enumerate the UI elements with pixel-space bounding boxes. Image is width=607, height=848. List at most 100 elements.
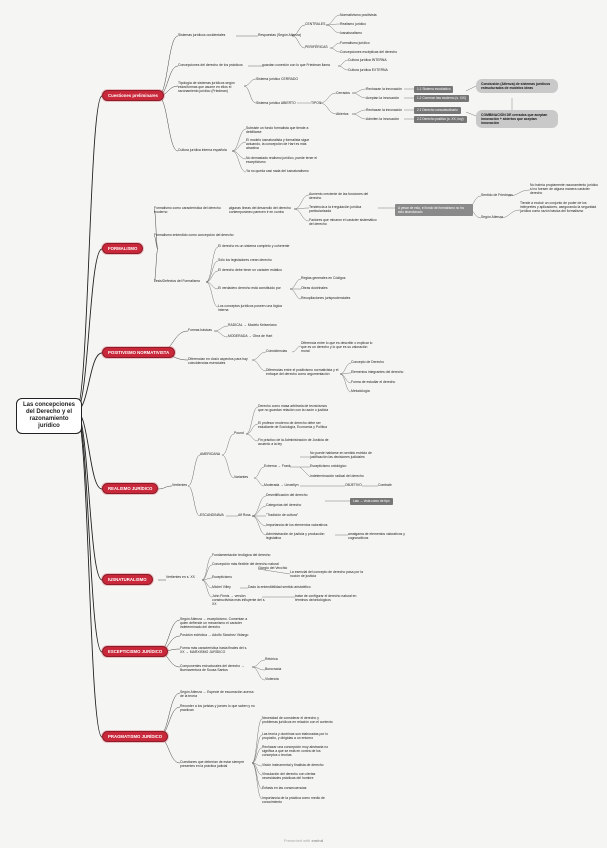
box-positivo[interactable]: 2.2 Derecho positivo (s. XX, hoy): [414, 116, 467, 123]
node-esc-posicion[interactable]: Posición ecléctica → Adolfo Sánchez Vida…: [180, 633, 249, 637]
category-iusnaturalismo[interactable]: IUSNATURALISMO: [102, 574, 153, 585]
node-friedman-text[interactable]: No habría propiamente razonamiento juríd…: [530, 183, 599, 196]
node-ross-1[interactable]: Categorías del derecho: [266, 503, 302, 507]
node-algunas[interactable]: algunas líneas del desarrollo del derech…: [229, 206, 291, 215]
node-tipos[interactable]: TIPOS: [311, 101, 322, 105]
node-comp-0[interactable]: Retórica: [265, 657, 278, 661]
node-ross-2[interactable]: "Tradición de cultura": [266, 513, 299, 517]
node-diferencias[interactable]: Diferencian en dos/o aspectos para hay c…: [188, 357, 248, 366]
node-ius-3[interactable]: Michel Villey: [212, 585, 231, 589]
node-cultura-div[interactable]: guardan conexión con lo que Friedman lla…: [262, 63, 330, 67]
node-periferica-1[interactable]: Concepciones escépticas del derecho: [340, 50, 398, 54]
node-extrema[interactable]: Extrema → Frank: [264, 464, 291, 468]
node-ius-1[interactable]: Concepción más flexible del derecho natu…: [212, 562, 279, 566]
box-pesar[interactable]: A pesar de esto, el fondo del formalismo…: [395, 204, 473, 216]
callout-conclusion[interactable]: Conclusión (Atienza) de sistemas jurídic…: [476, 79, 558, 94]
node-escandinava[interactable]: ESCANDINAVA: [200, 513, 224, 517]
node-prag-recorde[interactable]: Recorder a los juristas y jueces lo que …: [180, 704, 255, 713]
node-esc-forma[interactable]: Forma más característica hasta finales d…: [180, 646, 248, 655]
node-const-0[interactable]: Reglas generales en Códigos: [301, 276, 346, 280]
node-tendencia[interactable]: Tendencia a la irregulación jurídica par…: [309, 205, 362, 214]
node-rechazan-2[interactable]: Rechazan la innovación: [366, 108, 403, 112]
node-dif-3[interactable]: Metodología: [351, 389, 370, 393]
node-ross-3[interactable]: Importancia de los elementos valorativos: [266, 523, 328, 527]
node-cerrado[interactable]: Sistema jurídico CERRADO: [256, 77, 299, 81]
node-const-1[interactable]: Obras doctrinales: [301, 286, 328, 290]
box-consuetudinario[interactable]: 2.1 Derecho consuetudinario: [414, 107, 461, 114]
node-radical[interactable]: RADICAL → Modelo Kelseniano: [228, 323, 277, 327]
node-caract[interactable]: Formalismo como característica del derec…: [154, 206, 221, 215]
node-tesis[interactable]: Tesis/Defectos del Formalismo: [154, 279, 201, 283]
node-abierto[interactable]: Sistema jurídico ABIERTO: [256, 101, 296, 105]
node-prag-1[interactable]: Las teoría y doctrinas son elaboradas po…: [262, 732, 328, 741]
box-escolastico[interactable]: 1.1 Sistema escolástico: [414, 86, 454, 93]
node-variantes[interactable]: Variantes: [234, 475, 249, 479]
node-esp-3[interactable]: Ya no queda casi nada del iusnaturalismo: [246, 169, 309, 173]
node-espanola[interactable]: Cultura jurídica interna española: [178, 148, 227, 152]
node-vertientes[interactable]: Vertientes: [172, 483, 188, 487]
node-ius-0[interactable]: Fundamentación teológica del derecho: [212, 553, 271, 557]
node-prag-3[interactable]: Visión instrumental y finalista de derec…: [262, 763, 324, 767]
node-central-2[interactable]: Iusnaturalismo: [340, 31, 363, 35]
node-pound-1[interactable]: El profesor moderno de derecho debe ser …: [258, 421, 327, 430]
node-dif-0[interactable]: Concepto de Derecho: [351, 360, 384, 364]
category-realismo[interactable]: REALISMO JURÍDICO: [102, 483, 159, 494]
node-ius-2[interactable]: Escepticismo: [212, 575, 232, 579]
node-tipologia[interactable]: Tipología de sistemas jurídicos según es…: [178, 81, 235, 94]
node-prag-5[interactable]: Énfasis en las consecuencias: [262, 786, 307, 790]
node-combatir[interactable]: Combatir: [378, 483, 392, 487]
node-esc-0[interactable]: Escepticismo ontológico: [310, 464, 347, 468]
box-common-law[interactable]: 1.2 Common law moderno (s. XIX): [414, 95, 469, 102]
node-comp-2[interactable]: Violencia: [265, 677, 279, 681]
node-ross-extra[interactable]: amalgama de elementos valorativos y cogn…: [348, 532, 405, 541]
node-formas[interactable]: Formas básicas: [188, 328, 212, 332]
node-objetivo[interactable]: OBJETIVO: [345, 483, 362, 487]
node-ross-0[interactable]: Desmitificación del derecho: [266, 493, 308, 497]
node-centrales[interactable]: CENTRALES: [305, 22, 326, 26]
node-cultura-interna[interactable]: Cultura jurídica INTERNA: [348, 58, 387, 62]
node-rechazan-1[interactable]: Rechazan la innovación: [366, 87, 403, 91]
node-ross-4[interactable]: Administración de justicia y producción …: [266, 532, 325, 541]
node-cerrados[interactable]: Cerrados: [336, 91, 350, 95]
node-alf-ross[interactable]: Alf Ross: [238, 513, 251, 517]
node-esp-0[interactable]: Subsiste un fondo formalista que tiende …: [246, 126, 309, 135]
node-abiertos[interactable]: Abiertos: [336, 112, 349, 116]
node-prag-2[interactable]: Rechazar una concepción muy abstracta no…: [262, 745, 329, 758]
category-pragmatismo[interactable]: PRAGMATISMO JURÍDICO: [102, 731, 169, 742]
category-escepticismo[interactable]: ESCEPTICISMO JURÍDICO: [102, 646, 169, 657]
node-prag-cuestiones[interactable]: Cuestiones que deberían de estar siempre…: [180, 760, 245, 769]
node-esp-1[interactable]: El modelo iusnaturalista y formalista si…: [246, 138, 310, 151]
node-dif-1[interactable]: Elementos integrantes del derecho: [351, 370, 404, 374]
node-tesis-2[interactable]: El derecho debe tener un carácter estáti…: [218, 268, 282, 272]
node-segun-atienza[interactable]: Según Atienza: [481, 215, 503, 219]
node-tesis-4[interactable]: Los conceptos jurídicos poseen una lógic…: [218, 304, 282, 313]
node-pound-0[interactable]: Derecho como masa arbitraria de tecnicis…: [258, 404, 329, 413]
node-admiten[interactable]: Admiten la innovación: [366, 117, 400, 121]
root-topic[interactable]: Las concepciones del Derecho y el razona…: [16, 398, 82, 434]
node-cultura-externa[interactable]: Cultura jurídica EXTERNA: [348, 68, 388, 72]
node-aceptan[interactable]: Aceptan la innovación: [366, 96, 400, 100]
node-pound-2[interactable]: Fin práctico de la Administración de Jus…: [258, 438, 329, 447]
box-ross-law[interactable]: Law → vista como de tipo: [350, 498, 393, 505]
node-entendido[interactable]: Formalismo entendido como concepción del…: [154, 233, 234, 237]
node-esc-componentes[interactable]: Componentes estructurales del derecho → …: [180, 664, 245, 673]
node-prag-6[interactable]: Importancia de la práctica como medio de…: [262, 796, 325, 805]
node-tesis-0[interactable]: El derecho es un sistema completo y cohe…: [218, 244, 290, 248]
node-sentido-friedman[interactable]: Sentido de Friedman: [481, 193, 513, 197]
node-tesis-1[interactable]: Sólo los legisladores crean derecho: [218, 258, 272, 262]
node-finnis-text[interactable]: tratar de configurar el derecho natural …: [295, 594, 357, 603]
node-periferica-0[interactable]: Formalismo jurídico: [340, 41, 370, 45]
node-central-1[interactable]: Realismo jurídico: [340, 22, 367, 26]
node-giorgio[interactable]: Giorgio del Vecchio: [258, 566, 288, 570]
node-villey-text[interactable]: Dado la entendibilidad sentido aristotél…: [248, 585, 311, 589]
node-dif-2[interactable]: Forma de estudiar el derecho: [351, 380, 396, 384]
node-coincidencias[interactable]: Coincidencias: [266, 349, 288, 353]
category-positivismo[interactable]: POSITIVISMO NORMATIVISTA: [102, 347, 176, 358]
node-var-note[interactable]: No puede hablarse en sentido estricto de…: [310, 451, 372, 460]
node-factores[interactable]: Factores que minaron el carácter sistemá…: [309, 218, 377, 227]
node-americana[interactable]: AMERICANA: [200, 452, 221, 456]
node-sistemas[interactable]: Sistemas jurídicos occidentales: [178, 33, 226, 37]
node-prag-0[interactable]: Necesidad de considerar el derecho y pro…: [262, 716, 333, 725]
node-coin-text[interactable]: Diferencia entre lo que es describir o e…: [301, 341, 373, 354]
node-prag-atienza[interactable]: Según Atienza → Especie de escurración a…: [180, 690, 254, 699]
